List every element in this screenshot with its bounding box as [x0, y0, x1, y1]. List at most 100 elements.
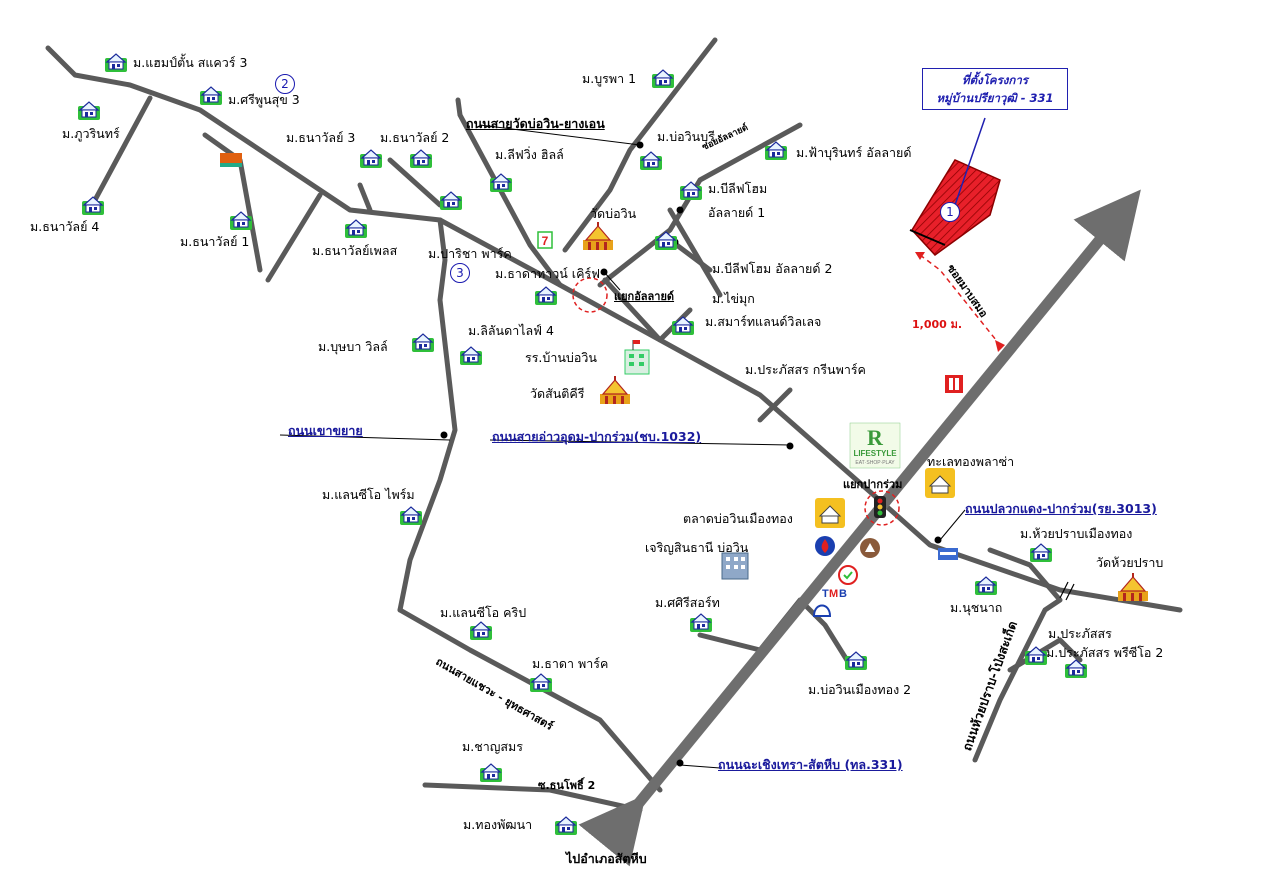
- house-icon: [439, 191, 463, 211]
- junction-allied-circle: [572, 277, 608, 313]
- village-label: ม.ประภัสสร พรีซีโอ 2: [1046, 645, 1164, 660]
- house-icon: [459, 346, 483, 366]
- village-label: ม.ไข่มุก: [712, 291, 755, 306]
- house-icon: [199, 86, 223, 106]
- village-label: ม.ธาดา พาร์ค: [532, 656, 609, 671]
- road-label-ao-udom: ถนนสายอ่าวอุดม-ปากร่วม(ชบ.1032): [492, 429, 702, 444]
- place-wat-huaiprap: วัดห้วยปราบ: [1096, 555, 1164, 570]
- road-phuwarin: [92, 95, 153, 203]
- village-label: ม.สมาร์ทแลนด์วิลเลจ: [705, 314, 822, 329]
- svg-text:M: M: [829, 588, 838, 600]
- gas-station-icon: [815, 536, 835, 556]
- road-northwest: [45, 45, 443, 223]
- village-label: ม.ธนาวัลย์ 4: [30, 219, 100, 234]
- callout-line1: ที่ตั้งโครงการ: [962, 73, 1028, 87]
- signboard-icon: [938, 548, 958, 560]
- house-icon: [654, 231, 678, 251]
- marker-3: 3: [450, 263, 470, 283]
- bank-icon: [838, 565, 858, 585]
- house-icon: [399, 506, 423, 526]
- svg-text:7: 7: [542, 234, 549, 248]
- school-icon: [624, 340, 650, 375]
- house-icon: [344, 219, 368, 239]
- house-icon: [359, 149, 383, 169]
- place-school: รร.บ้านบ่อวิน: [525, 350, 597, 365]
- village-label: ม.ธนาวัลย์ 2: [380, 130, 450, 145]
- svg-text:B: B: [839, 588, 847, 600]
- house-icon: [689, 613, 713, 633]
- roads: [45, 37, 1183, 813]
- temple-icon: [599, 375, 631, 405]
- house-icon: [1064, 659, 1088, 679]
- marker-1: 1: [940, 202, 960, 222]
- place-talat: ตลาดบ่อวินเมืองทอง: [683, 511, 793, 526]
- village-label: อัลลายด์ 1: [708, 205, 766, 220]
- village-label: ม.ธาดาทาวน์ เคิร์ฟ: [495, 266, 600, 281]
- village-label: ม.ประภัสสร: [1048, 626, 1112, 641]
- road-label-sai-wat: ถนนสายวัดบ่อวิน-ยางเอน: [466, 116, 605, 131]
- road-thanapho: [422, 782, 643, 813]
- distance-label: 1,000 ม.: [912, 318, 963, 331]
- temple-icon: [1117, 572, 1149, 602]
- house-icon: [529, 673, 553, 693]
- road-label-yaek-pakruam: แยกปากร่วม: [843, 478, 903, 491]
- village-label: ม.บูรพา 1: [582, 71, 637, 86]
- village-label: ม.ลีฟวิ่ง ฮิลล์: [495, 147, 564, 162]
- road-label-pluak-daeng: ถนนปลวกแดง-ปากร่วม(รย.3013): [965, 501, 1157, 516]
- place-wat-santikiri: วัดสันติคีรี: [530, 386, 585, 401]
- plaza-icon: [925, 468, 955, 498]
- svg-text:EAT·SHOP·PLAY: EAT·SHOP·PLAY: [855, 460, 895, 466]
- temple-icon: [582, 221, 614, 251]
- lifestyle-label: LIFESTYLE: [853, 449, 897, 458]
- junction-pakruam-circle: [864, 490, 900, 526]
- road-label-to-sattahip: ไปอำเภอสัตหีบ: [566, 851, 647, 866]
- house-icon: [77, 101, 101, 121]
- village-label: ม.นุชนาถ: [950, 600, 1003, 615]
- village-label: ม.ศรีพูนสุข 3: [228, 92, 300, 107]
- road-label-chachoeng: ถนนฉะเชิงเทรา-สัตหีบ (ทล.331): [718, 757, 903, 772]
- house-icon: [1029, 543, 1053, 563]
- house-icon: [81, 196, 105, 216]
- house-icon: [974, 576, 998, 596]
- road-label-thanapho: ซ.ธนโพธิ์ 2: [538, 779, 596, 792]
- village-label: ม.ทองพัฒนา: [463, 817, 533, 832]
- house-icon: [479, 763, 503, 783]
- project-callout: ที่ตั้งโครงการ หมู่บ้านปรียาวุฒิ - 331: [922, 68, 1068, 110]
- village-label: ม.บ่อวินเมืองทอง 2: [808, 682, 912, 697]
- village-label: ม.ประภัสสร กรีนพาร์ค: [745, 362, 866, 377]
- shop-icon: [220, 153, 242, 167]
- road-thanawan-place: [265, 192, 323, 283]
- road-label-yaek-allied: แยกอัลลายด์: [614, 290, 675, 303]
- village-label: ม.ห้วยปราบเมืองทอง: [1020, 526, 1133, 541]
- tmb-icon: T M B: [822, 588, 847, 600]
- callout-line2: หมู่บ้านปรียาวุฒิ - 331: [936, 91, 1054, 105]
- house-icon: [104, 53, 128, 73]
- village-label: ม.ชาญสมร: [462, 739, 523, 754]
- house-icon: [671, 316, 695, 336]
- village-label: ม.บุษบา วิลล์: [318, 339, 388, 354]
- highway-331: [578, 189, 1141, 867]
- village-label: ม.ปาริชา พาร์ค: [428, 246, 512, 261]
- road-sai-saeng: [397, 607, 663, 793]
- traffic-light-icon: [874, 496, 886, 518]
- village-label: ม.ภูวรินทร์: [62, 126, 120, 141]
- village-label: ม.ฟ้าบุรินทร์ อัลลายด์: [796, 145, 912, 160]
- house-icon: [411, 333, 435, 353]
- bookstore-icon: [945, 375, 963, 393]
- house-icon: [534, 286, 558, 306]
- village-label: ม.ธนาวัลย์ 3: [286, 130, 356, 145]
- market-icon: [815, 498, 845, 528]
- house-icon: [554, 816, 578, 836]
- village-label: ม.แฮมป์ตั้น สแควร์ 3: [133, 55, 248, 70]
- road-label-khao-khayai: ถนนเขาขยาย: [288, 423, 363, 438]
- village-label: ม.บีลีฟโฮม อัลลายด์ 2: [712, 261, 833, 276]
- village-label: ม.แลนซีโอ คริป: [440, 605, 527, 620]
- village-label: ม.ธนาวัลย์เพลส: [312, 243, 398, 258]
- road-paris: [397, 217, 458, 613]
- bank-icon: [812, 604, 832, 617]
- svg-text:R: R: [867, 425, 884, 450]
- village-label: ม.บ่อวินบุรี: [657, 129, 715, 144]
- svg-text:T: T: [822, 588, 829, 600]
- seven-eleven-icon: 7: [537, 231, 553, 249]
